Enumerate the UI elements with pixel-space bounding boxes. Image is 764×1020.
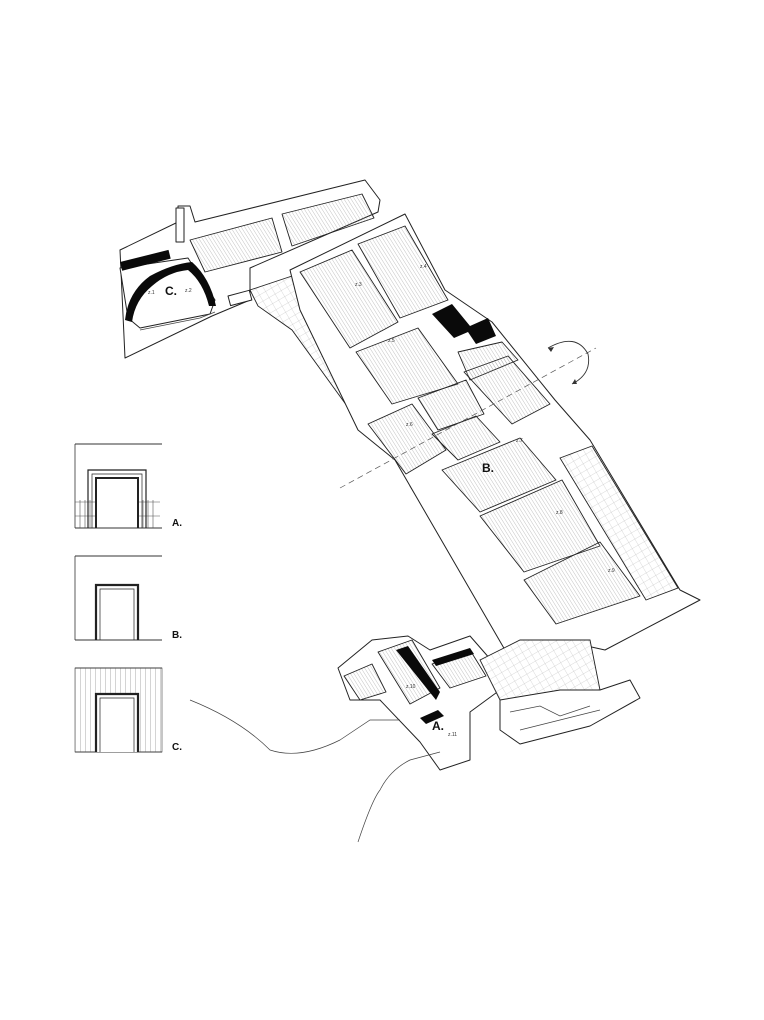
svg-text:z.2: z.2 — [185, 288, 192, 294]
svg-text:z.3: z.3 — [355, 282, 362, 288]
main-wing: B. z.3 z.4 z.5 z.6 z.7 z.8 z.9 — [289, 213, 701, 651]
svg-text:z.7: z.7 — [516, 438, 523, 444]
plan-label-a: A. — [432, 719, 444, 733]
plan-label-c: C. — [165, 284, 177, 298]
svg-text:z.8: z.8 — [556, 510, 563, 516]
detail-label-b: B. — [172, 630, 182, 641]
terrain-lines — [189, 699, 441, 843]
detail-label-c: C. — [172, 742, 182, 753]
svg-text:z.6: z.6 — [406, 422, 413, 428]
north-wing: C. z.1 z.2 — [119, 179, 381, 359]
svg-text:z.10: z.10 — [406, 684, 416, 690]
detail-panel-c: C. — [74, 667, 182, 753]
svg-text:z.5: z.5 — [388, 338, 395, 344]
plan-label-b: B. — [482, 461, 494, 475]
detail-panel-b: B. — [74, 555, 182, 641]
svg-text:z.1: z.1 — [148, 290, 155, 296]
section-line — [339, 340, 597, 489]
svg-text:z.9: z.9 — [608, 568, 615, 574]
south-entrance: A. z.10 z.11 — [337, 635, 641, 771]
svg-text:z.4: z.4 — [420, 264, 427, 270]
detail-panel-a: A. — [74, 443, 182, 529]
svg-text:z.11: z.11 — [448, 732, 457, 738]
detail-label-a: A. — [172, 518, 182, 529]
